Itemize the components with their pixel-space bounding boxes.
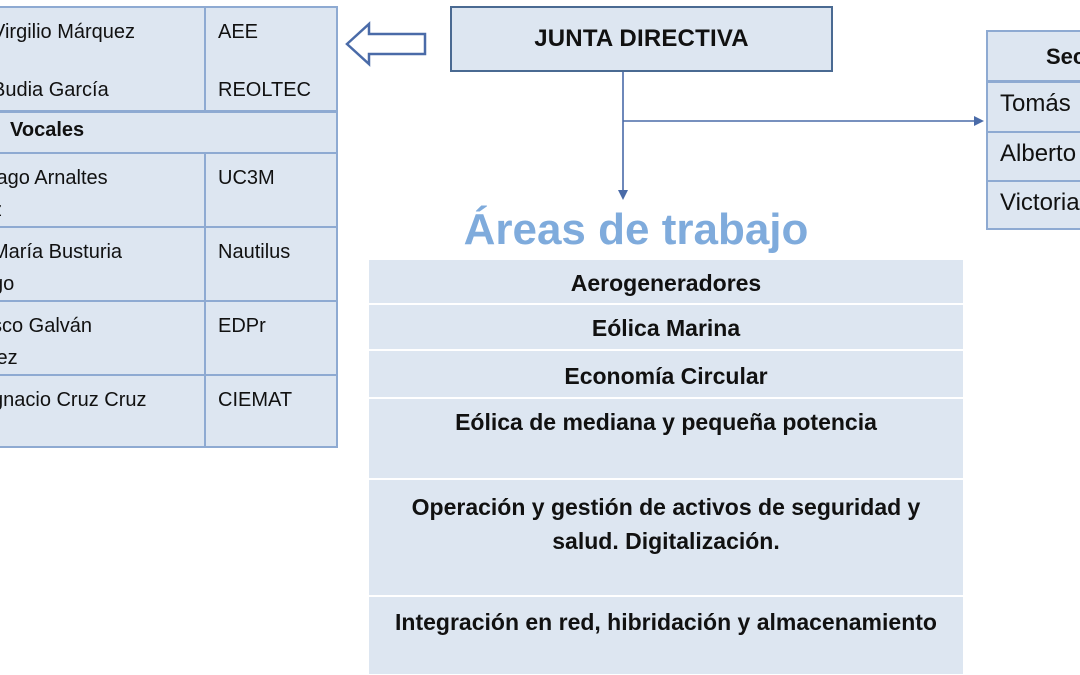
column-divider bbox=[204, 8, 206, 64]
column-divider bbox=[204, 64, 206, 110]
member-org: REOLTEC bbox=[218, 79, 311, 101]
member-org: AEE bbox=[218, 21, 259, 43]
left-arrow-icon bbox=[345, 21, 427, 67]
row-divider bbox=[988, 80, 1080, 83]
table-row: Budia García REOLTEC bbox=[0, 64, 336, 110]
column-divider bbox=[204, 376, 206, 448]
left-members-table: Virgilio Márquez AEE Budia García REOLTE… bbox=[0, 6, 338, 448]
table-row: María Busturia go Nautilus bbox=[0, 226, 336, 302]
secretaria-item: Alberto bbox=[1000, 140, 1077, 167]
member-name: gnacio Cruz Cruz bbox=[0, 389, 147, 411]
vocales-title: Vocales bbox=[10, 119, 85, 141]
table-row: sco Galván lez EDPr bbox=[0, 300, 336, 376]
member-org: Nautilus bbox=[218, 241, 291, 263]
areas-title: Áreas de trabajo bbox=[463, 205, 809, 254]
table-row: iago Arnaltes z UC3M bbox=[0, 152, 336, 228]
member-org: CIEMAT bbox=[218, 389, 293, 411]
area-item: Eólica Marina bbox=[369, 305, 963, 349]
secretaria-item: Tomás bbox=[1000, 90, 1071, 117]
secretaria-table: Sec Tomás Alberto Victoria bbox=[986, 30, 1080, 230]
table-row: Virgilio Márquez AEE bbox=[0, 8, 336, 64]
member-name: Budia García bbox=[0, 79, 109, 101]
secretaria-header: Sec bbox=[1046, 44, 1080, 69]
member-name: Virgilio Márquez bbox=[0, 21, 136, 43]
row-divider bbox=[988, 131, 1080, 133]
table-row: gnacio Cruz Cruz CIEMAT bbox=[0, 374, 336, 448]
column-divider bbox=[204, 154, 206, 228]
vocales-header-row: Vocales bbox=[0, 110, 336, 155]
member-name: iago Arnaltes z bbox=[0, 167, 108, 221]
junta-directiva-box: JUNTA DIRECTIVA bbox=[450, 6, 833, 72]
area-item: Integración en red, hibridación y almace… bbox=[369, 597, 963, 674]
member-name: sco Galván lez bbox=[0, 315, 93, 369]
member-org: EDPr bbox=[218, 315, 266, 337]
row-divider bbox=[988, 180, 1080, 182]
member-org: UC3M bbox=[218, 167, 275, 189]
area-item: Aerogeneradores bbox=[369, 260, 963, 303]
column-divider bbox=[204, 228, 206, 302]
secretaria-item: Victoria bbox=[1000, 189, 1080, 216]
area-item: Economía Circular bbox=[369, 351, 963, 397]
area-item: Eólica de mediana y pequeña potencia bbox=[369, 399, 963, 478]
area-item: Operación y gestión de activos de seguri… bbox=[369, 480, 963, 595]
member-name: María Busturia go bbox=[0, 241, 123, 295]
column-divider bbox=[204, 302, 206, 376]
